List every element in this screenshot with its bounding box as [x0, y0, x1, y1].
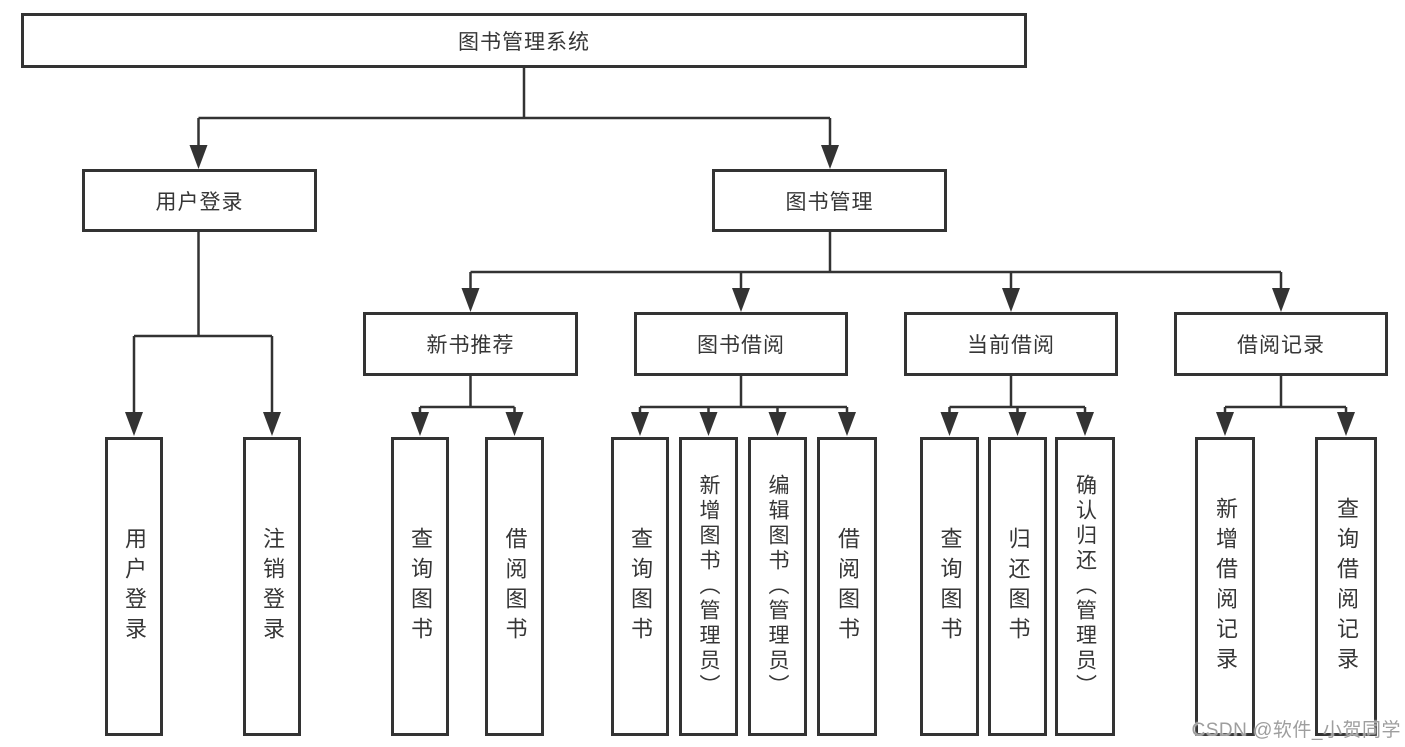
group-new-book-recommend: 新书推荐: [363, 312, 578, 376]
arrow-down-icon: [1337, 412, 1355, 436]
leaf-borrow-edit-admin-label: 编辑图书（管理员）: [766, 474, 789, 699]
group-book-borrow-label: 图书借阅: [697, 334, 785, 357]
arrow-down-icon: [838, 412, 856, 436]
leaf-current-confirm-admin: 确认归还（管理员）: [1055, 437, 1115, 736]
leaf-newbook-query: 查询图书: [391, 437, 449, 736]
leaf-newbook-borrow-label: 借阅图书: [502, 526, 528, 647]
leaf-borrow-query-label: 查询图书: [628, 526, 653, 647]
root-node-label: 图书管理系统: [458, 30, 590, 54]
leaf-borrow-edit-admin: 编辑图书（管理员）: [748, 437, 807, 736]
leaf-current-query-label: 查询图书: [937, 526, 963, 647]
root-node-system: 图书管理系统: [21, 13, 1027, 68]
leaf-records-query: 查询借阅记录: [1315, 437, 1377, 736]
leaf-records-add-label: 新增借阅记录: [1213, 496, 1238, 677]
leaf-borrow-add-admin: 新增图书（管理员）: [679, 437, 738, 736]
arrow-down-icon: [699, 412, 718, 436]
group-borrow-records: 借阅记录: [1174, 312, 1388, 376]
leaf-logout-label: 注销登录: [260, 526, 285, 647]
arrow-down-icon: [768, 412, 787, 436]
leaf-borrow-query: 查询图书: [611, 437, 669, 736]
arrow-down-icon: [940, 412, 959, 436]
leaf-user-login: 用户登录: [105, 437, 163, 736]
group-new-book-recommend-label: 新书推荐: [426, 334, 515, 357]
leaf-newbook-borrow: 借阅图书: [485, 437, 544, 736]
arrow-down-icon: [263, 412, 281, 436]
arrow-down-icon: [411, 412, 429, 436]
leaf-current-return: 归还图书: [988, 437, 1047, 736]
leaf-records-add: 新增借阅记录: [1195, 437, 1255, 736]
arrow-down-icon: [189, 145, 208, 169]
branch-user-login-label: 用户登录: [155, 190, 244, 214]
arrow-down-icon: [125, 412, 143, 436]
connector-segments: [132, 68, 1348, 428]
leaf-current-query: 查询图书: [920, 437, 979, 736]
arrow-down-icon: [1008, 412, 1027, 436]
arrow-down-icon: [461, 288, 480, 312]
leaf-borrow-add-admin-label: 新增图书（管理员）: [697, 474, 720, 699]
arrow-down-icon: [505, 412, 524, 436]
csdn-watermark: CSDN @软件_小贺同学: [1191, 720, 1401, 741]
leaf-borrow-book-label: 借阅图书: [835, 526, 860, 647]
group-borrow-records-label: 借阅记录: [1237, 334, 1325, 357]
group-book-borrow: 图书借阅: [634, 312, 848, 376]
arrow-down-icon: [631, 412, 649, 436]
arrow-down-icon: [1002, 288, 1020, 312]
arrow-down-icons: [125, 145, 1355, 436]
leaf-user-login-label: 用户登录: [122, 526, 147, 647]
group-current-borrow-label: 当前借阅: [967, 334, 1055, 357]
arrow-down-icon: [1216, 412, 1234, 436]
branch-book-management: 图书管理: [712, 169, 947, 232]
branch-book-management-label: 图书管理: [785, 190, 874, 214]
arrow-down-icon: [1076, 412, 1094, 436]
leaf-borrow-book: 借阅图书: [817, 437, 877, 736]
arrow-down-icon: [1272, 288, 1290, 312]
branch-user-login: 用户登录: [82, 169, 317, 232]
leaf-logout: 注销登录: [243, 437, 301, 736]
arrow-down-icon: [732, 288, 750, 312]
leaf-newbook-query-label: 查询图书: [408, 526, 433, 647]
arrow-down-icon: [821, 145, 839, 169]
group-current-borrow: 当前借阅: [904, 312, 1118, 376]
leaf-current-confirm-admin-label: 确认归还（管理员）: [1073, 474, 1097, 699]
leaf-records-query-label: 查询借阅记录: [1334, 496, 1359, 677]
leaf-current-return-label: 归还图书: [1005, 526, 1031, 647]
